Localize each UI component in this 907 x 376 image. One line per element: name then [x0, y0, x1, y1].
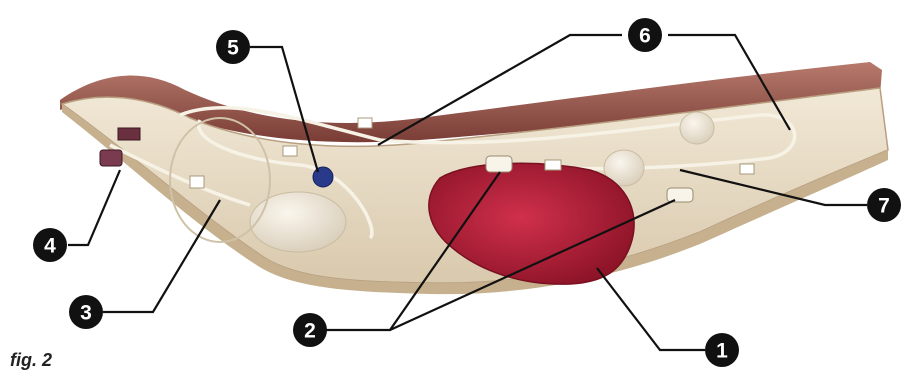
connector-top	[358, 118, 372, 128]
connector-c	[190, 176, 204, 188]
connector-a	[545, 160, 561, 170]
leader-1	[597, 268, 705, 350]
callout-6: 6	[628, 18, 662, 52]
callout-3: 3	[69, 295, 103, 329]
callout-5-label: 5	[227, 37, 239, 60]
large-reservoir	[250, 192, 346, 252]
callout-4: 4	[33, 228, 67, 262]
callout-5: 5	[216, 30, 250, 64]
leader-4	[68, 170, 120, 245]
connector-d	[283, 146, 297, 156]
callout-1-label: 1	[716, 340, 728, 363]
bulb-right	[680, 112, 714, 144]
callout-1: 1	[705, 333, 739, 367]
blue-injection-port	[313, 167, 333, 187]
clamp-right	[667, 188, 693, 202]
callout-7: 7	[867, 188, 901, 222]
callout-6-label: 6	[639, 25, 651, 48]
callout-4-label: 4	[44, 235, 56, 258]
callout-2: 2	[293, 313, 327, 347]
clamp-left	[486, 156, 512, 172]
callout-3-label: 3	[80, 302, 92, 325]
figure-caption: fig. 2	[10, 350, 52, 371]
callout-2-label: 2	[304, 320, 316, 343]
callout-7-label: 7	[878, 195, 890, 218]
connector-b	[740, 164, 754, 174]
